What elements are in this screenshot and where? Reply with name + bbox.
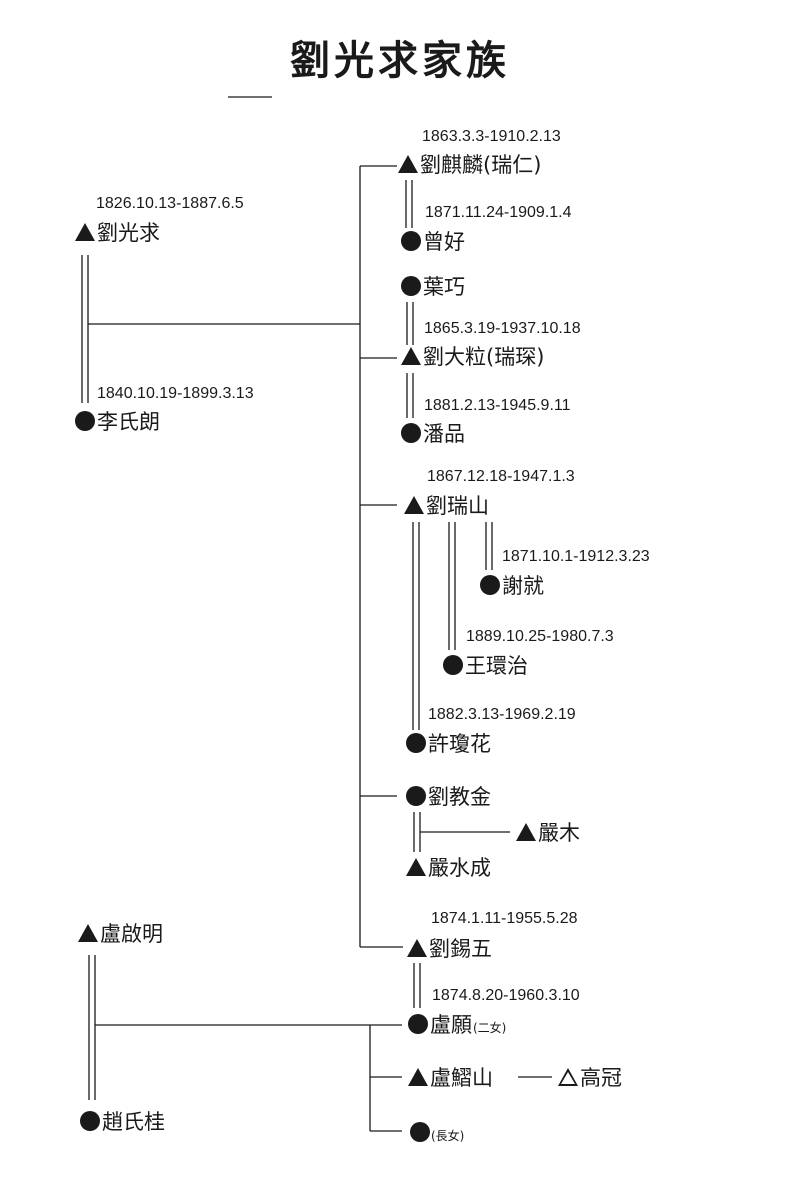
date-liu-xiwu: 1874.1.11-1955.5.28 bbox=[431, 910, 578, 927]
person-name: 劉大粒(瑞琛) bbox=[423, 345, 545, 369]
date-zeng-hao: 1871.11.24-1909.1.4 bbox=[425, 204, 572, 221]
person-note: (長女) bbox=[431, 1128, 465, 1143]
person-liu-xiwu: 劉錫五 bbox=[407, 935, 492, 961]
person-name: 謝就 bbox=[502, 574, 544, 598]
male-marker-icon bbox=[398, 155, 418, 173]
person-name: 劉錫五 bbox=[429, 937, 492, 961]
date-xu-qionghua: 1882.3.13-1969.2.19 bbox=[428, 706, 576, 723]
person-name: 李氏朗 bbox=[97, 410, 160, 434]
person-gao-guan: 高冠 bbox=[558, 1064, 622, 1090]
date-lu-yuan: 1874.8.20-1960.3.10 bbox=[432, 987, 580, 1004]
person-lu-xishan: 盧鰼山 bbox=[408, 1064, 493, 1090]
date-li-shilang: 1840.10.19-1899.3.13 bbox=[97, 385, 254, 402]
male-marker-icon bbox=[401, 347, 421, 365]
male-marker-icon bbox=[407, 939, 427, 957]
person-name: 潘品 bbox=[423, 422, 465, 446]
person-wang-huanzhi: 王環治 bbox=[443, 652, 528, 678]
person-name: 葉巧 bbox=[423, 275, 465, 299]
person-xu-qionghua: 許瓊花 bbox=[406, 730, 491, 756]
person-xie-jiu: 謝就 bbox=[480, 572, 544, 598]
female-marker-icon bbox=[480, 575, 500, 595]
person-lu-yuan: 盧願 (二女) bbox=[408, 1011, 506, 1037]
person-name: 嚴木 bbox=[538, 821, 580, 845]
date-xie-jiu: 1871.10.1-1912.3.23 bbox=[502, 548, 650, 565]
female-marker-icon bbox=[75, 411, 95, 431]
date-pan-pin: 1881.2.13-1945.9.11 bbox=[424, 397, 571, 414]
female-marker-icon bbox=[401, 423, 421, 443]
person-pan-pin: 潘品 bbox=[401, 420, 465, 446]
person-liu-ruishan: 劉瑞山 bbox=[404, 492, 489, 518]
person-note: (二女) bbox=[473, 1020, 507, 1035]
person-liu-dali: 劉大粒(瑞琛) bbox=[401, 343, 544, 369]
person-name: 趙氏桂 bbox=[102, 1110, 165, 1134]
date-liu-guangqiu: 1826.10.13-1887.6.5 bbox=[96, 195, 244, 212]
person-name: 王環治 bbox=[465, 654, 528, 678]
person-liu-qilin: 劉麒麟(瑞仁) bbox=[398, 151, 541, 177]
person-name: 劉光求 bbox=[97, 221, 160, 245]
male-marker-icon bbox=[406, 858, 426, 876]
person-yan-shuicheng: 嚴水成 bbox=[406, 854, 491, 880]
person-name: 劉教金 bbox=[428, 785, 491, 809]
person-li-shilang: 李氏朗 bbox=[75, 408, 160, 434]
person-name: 許瓊花 bbox=[428, 732, 491, 756]
male-outline-marker-icon bbox=[558, 1068, 578, 1086]
date-wang-huanzhi: 1889.10.25-1980.7.3 bbox=[466, 628, 614, 645]
person-yan-mu: 嚴木 bbox=[516, 819, 580, 845]
person-lu-qiming: 盧啟明 bbox=[78, 920, 163, 946]
person-ye-qiao: 葉巧 bbox=[401, 273, 465, 299]
male-marker-icon bbox=[408, 1068, 428, 1086]
person-name: 曾好 bbox=[423, 230, 465, 254]
female-marker-icon bbox=[408, 1014, 428, 1034]
female-marker-icon bbox=[401, 276, 421, 296]
male-marker-icon bbox=[404, 496, 424, 514]
female-marker-icon bbox=[80, 1111, 100, 1131]
date-liu-dali: 1865.3.19-1937.10.18 bbox=[424, 320, 581, 337]
person-liu-guangqiu: 劉光求 bbox=[75, 219, 160, 245]
person-zhao-shigui: 趙氏桂 bbox=[80, 1108, 165, 1134]
person-name: 盧啟明 bbox=[100, 922, 163, 946]
male-marker-icon bbox=[75, 223, 95, 241]
person-name: 劉瑞山 bbox=[426, 494, 489, 518]
person-zeng-hao: 曾好 bbox=[401, 228, 465, 254]
date-liu-ruishan: 1867.12.18-1947.1.3 bbox=[427, 468, 575, 485]
male-marker-icon bbox=[78, 924, 98, 942]
person-name: 嚴水成 bbox=[428, 856, 491, 880]
date-liu-qilin: 1863.3.3-1910.2.13 bbox=[422, 128, 561, 145]
female-marker-icon bbox=[406, 786, 426, 806]
person-lu-eldest: (長女) bbox=[410, 1119, 464, 1145]
person-name: 盧鰼山 bbox=[430, 1066, 493, 1090]
female-marker-icon bbox=[410, 1122, 430, 1142]
female-marker-icon bbox=[401, 231, 421, 251]
person-liu-jiaojin: 劉教金 bbox=[406, 783, 491, 809]
person-name: 盧願 bbox=[430, 1013, 472, 1037]
person-name: 劉麒麟(瑞仁) bbox=[420, 153, 542, 177]
male-marker-icon bbox=[516, 823, 536, 841]
page-title: 劉光求家族 bbox=[290, 37, 510, 84]
person-name: 高冠 bbox=[580, 1066, 622, 1090]
female-marker-icon bbox=[406, 733, 426, 753]
female-marker-icon bbox=[443, 655, 463, 675]
